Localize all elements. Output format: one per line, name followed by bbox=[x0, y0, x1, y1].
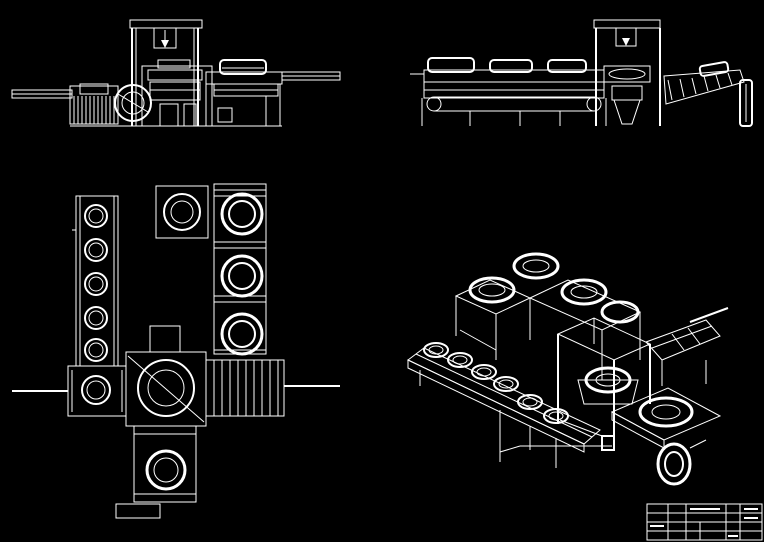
end-pulley-left bbox=[426, 96, 442, 112]
tire-on-incline bbox=[698, 61, 730, 77]
iso-outlet-shaft bbox=[689, 307, 729, 323]
plan-bottom-box bbox=[115, 503, 161, 519]
plan-bottom-tire bbox=[145, 449, 187, 491]
isometric-view bbox=[407, 252, 729, 486]
drum-housing-1 bbox=[427, 57, 475, 73]
iso-tire-left-stand bbox=[468, 276, 516, 304]
plan-vertical-conveyor bbox=[75, 195, 119, 367]
press-top-beam-rear bbox=[593, 19, 661, 29]
end-upright bbox=[739, 79, 753, 127]
plan-large-tire-1 bbox=[220, 192, 264, 236]
end-pulley-right bbox=[586, 96, 602, 112]
plan-conveyor-tires bbox=[84, 204, 108, 362]
press-top-beam bbox=[129, 19, 203, 29]
plan-left-roller-box bbox=[67, 365, 127, 417]
plan-large-tire-2 bbox=[220, 254, 264, 298]
iso-press-frame-top bbox=[556, 317, 652, 361]
plan-press-station bbox=[155, 185, 209, 239]
drum-housing-2 bbox=[489, 59, 533, 73]
press-die bbox=[603, 65, 651, 83]
plan-view bbox=[12, 183, 340, 519]
title-block bbox=[646, 503, 763, 541]
iso-right-conveyor bbox=[645, 319, 721, 361]
iso-conveyor-tires bbox=[423, 342, 569, 424]
iso-tire-top-right bbox=[560, 278, 608, 306]
iso-tire-top bbox=[512, 252, 560, 280]
iso-big-wheel bbox=[656, 442, 692, 486]
iso-tire-right-stand bbox=[600, 300, 640, 324]
inclined-conveyor bbox=[663, 69, 745, 105]
plan-large-tire-3 bbox=[220, 312, 264, 356]
plan-right-horizontal-rollers bbox=[205, 359, 285, 417]
rear-elevation-view bbox=[410, 19, 753, 127]
plan-right-roller-slats bbox=[213, 360, 279, 416]
iso-left-stand-top bbox=[454, 279, 532, 315]
iso-front-table bbox=[610, 387, 722, 441]
roller-slats bbox=[73, 96, 115, 124]
plan-central-tire bbox=[137, 359, 195, 417]
plan-right-rollers bbox=[214, 189, 266, 351]
motor-housing bbox=[219, 59, 267, 75]
iso-large-tire bbox=[638, 396, 694, 428]
front-elevation-view bbox=[11, 19, 341, 127]
drum-housing-3 bbox=[547, 59, 587, 73]
plan-bottom-conveyor bbox=[133, 425, 197, 503]
